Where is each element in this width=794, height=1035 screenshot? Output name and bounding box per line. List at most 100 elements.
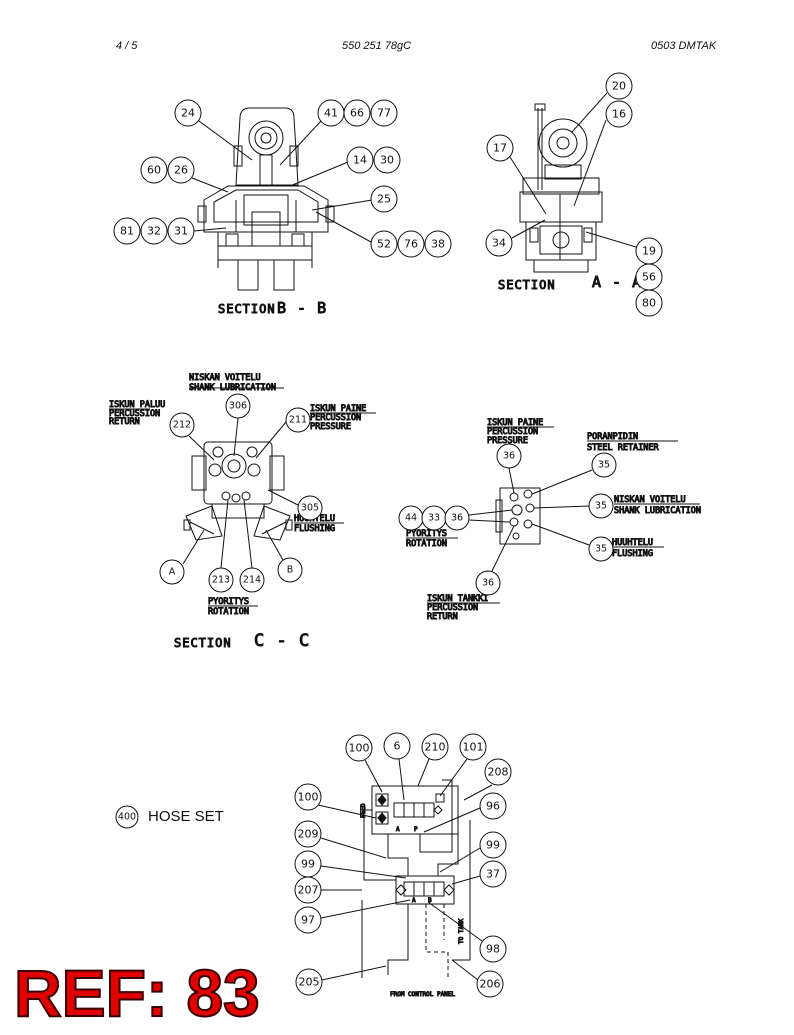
balloon-b98 [479, 935, 507, 963]
balloon-label-bB: B [287, 565, 294, 576]
r-pressure-en1: PERCUSSION [487, 427, 538, 437]
balloon-label-b35a: 35 [598, 460, 610, 471]
balloon-label-b400: 400 [118, 812, 136, 823]
balloon-b211 [285, 407, 311, 433]
balloon-label-b305: 305 [301, 503, 319, 514]
cc-pressure-en1: PERCUSSION [310, 413, 361, 423]
balloon-b16 [605, 100, 633, 128]
balloon-label-b35c: 35 [595, 544, 607, 555]
section-bb-leaders [191, 120, 373, 243]
section-aa-drawing [519, 103, 603, 273]
document-number: 550 251 78gC [342, 40, 412, 52]
balloon-b76 [397, 230, 425, 258]
balloon-b306 [225, 393, 251, 419]
section-aa-leaders [509, 92, 637, 248]
port-a-upper: A [396, 826, 400, 833]
balloon-label-b35b: 35 [595, 501, 607, 512]
balloon-b305 [297, 495, 323, 521]
balloon-b213 [208, 567, 234, 593]
r-rotation-fi: PYORITYS [406, 529, 447, 539]
balloon-label-b77: 77 [377, 107, 391, 120]
cc-shank-lubrication-en: SHANK LUBRICATION [189, 383, 276, 393]
r-tank-fi: ISKUN TANKKI [427, 594, 488, 604]
balloon-label-b56: 56 [642, 271, 656, 284]
hose-set-label: HOSE SET [148, 808, 224, 825]
balloon-b52 [370, 230, 398, 258]
balloon-b35a [591, 452, 617, 478]
balloon-label-b212: 212 [173, 420, 191, 431]
balloon-label-b207: 207 [298, 884, 319, 897]
balloon-b36a [496, 443, 522, 469]
port-b-lower: B [428, 897, 432, 904]
balloon-label-b6: 6 [394, 740, 401, 753]
balloon-label-b19: 19 [642, 245, 656, 258]
balloon-b32 [140, 217, 168, 245]
balloon-b37 [479, 860, 507, 888]
r-steel-retainer-fi: PORANPIDIN [587, 432, 638, 442]
balloon-label-b34: 34 [492, 237, 506, 250]
balloon-b81 [113, 217, 141, 245]
balloon-b25 [370, 185, 398, 213]
balloon-label-b100b: 100 [298, 791, 319, 804]
section-cc-leaders [109, 387, 376, 607]
ref-label: REF: 83 [13, 956, 261, 1030]
balloon-b34 [485, 229, 513, 257]
balloon-label-b76: 76 [404, 238, 418, 251]
balloon-label-b99a: 99 [486, 839, 500, 852]
balloon-label-b44: 44 [405, 513, 417, 524]
balloon-b212 [169, 412, 195, 438]
balloon-b31 [167, 217, 195, 245]
balloon-label-b81: 81 [120, 225, 134, 238]
balloon-b209 [294, 820, 322, 848]
balloon-bB [277, 557, 303, 583]
cc-rotation-en: ROTATION [208, 607, 249, 617]
r-steel-retainer-en: STEEL RETAINER [587, 443, 660, 453]
balloon-b99a [479, 831, 507, 859]
balloon-b210 [421, 733, 449, 761]
balloon-label-b24: 24 [181, 107, 195, 120]
cc-pressure-en2: PRESSURE [310, 422, 351, 432]
balloon-label-b26: 26 [174, 164, 188, 177]
balloon-b96 [479, 792, 507, 820]
feed-label: FEED [360, 803, 367, 818]
balloon-label-b211: 211 [289, 415, 307, 426]
cc-return-en2: RETURN [109, 417, 140, 427]
page-number: 4 / 5 [116, 40, 138, 52]
r-tank-en1: PERCUSSION [427, 603, 478, 613]
balloon-b6 [383, 732, 411, 760]
balloon-b100a [345, 734, 373, 762]
balloon-b20 [605, 72, 633, 100]
balloon-b77 [370, 99, 398, 127]
balloon-label-b41: 41 [324, 107, 338, 120]
balloon-label-b80: 80 [642, 297, 656, 310]
balloon-label-b36b: 36 [451, 513, 463, 524]
balloon-label-b36a: 36 [503, 451, 515, 462]
r-pressure-fi: ISKUN PAINE [487, 418, 543, 428]
balloon-label-b214: 214 [243, 575, 261, 586]
balloon-b97 [294, 906, 322, 934]
section-cc-letters: C - C [254, 631, 310, 651]
r-rotation-en: ROTATION [406, 539, 447, 549]
balloon-label-b306: 306 [229, 401, 247, 412]
balloon-label-b96: 96 [486, 800, 500, 813]
cc-flushing-en: FLUSHING [294, 524, 335, 534]
balloon-label-b52: 52 [377, 238, 391, 251]
balloon-bA [159, 559, 185, 585]
balloon-b205 [295, 968, 323, 996]
balloon-label-b36c: 36 [482, 578, 494, 589]
balloon-label-b17: 17 [493, 142, 507, 155]
hose-schematic [361, 779, 471, 978]
cc-pressure-fi: ISKUN PAINE [310, 404, 366, 414]
balloon-b60 [140, 156, 168, 184]
balloon-label-b60: 60 [147, 164, 161, 177]
balloon-label-b30: 30 [380, 154, 394, 167]
balloon-b14 [346, 146, 374, 174]
balloon-label-b38: 38 [431, 238, 445, 251]
balloon-b206 [476, 970, 504, 998]
balloon-label-b206: 206 [480, 978, 501, 991]
section-cc-prefix: SECTION [174, 636, 232, 650]
to-tank-label: TO TANK [458, 918, 465, 944]
balloon-b80 [635, 289, 663, 317]
section-bb-prefix: SECTION [218, 302, 276, 316]
